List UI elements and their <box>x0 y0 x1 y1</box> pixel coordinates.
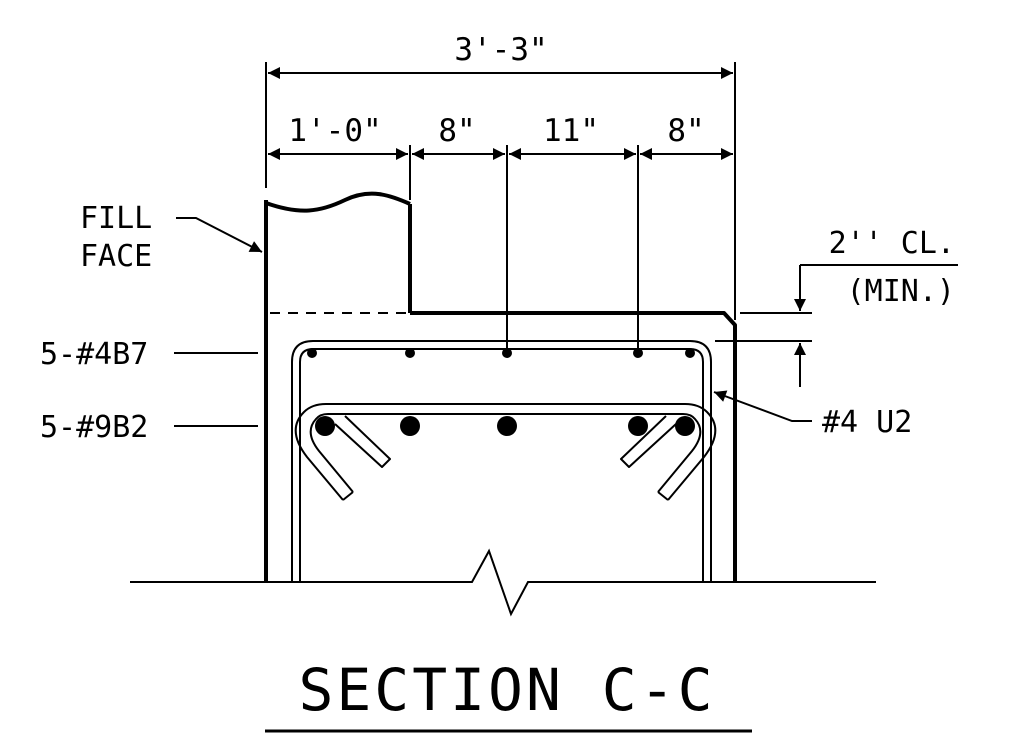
bar-9b2 <box>628 416 648 436</box>
bar-9b2 <box>675 416 695 436</box>
clear-cover-text: 2'' CL. <box>829 226 955 261</box>
fill-face-leader <box>176 217 263 253</box>
overall-dimension-text: 3'-3" <box>454 32 547 68</box>
top-bars-4b7 <box>307 348 695 358</box>
bottom-bars-9b2 <box>315 416 695 436</box>
bar-4b7 <box>685 348 695 358</box>
dimension-seg3-text: 11" <box>543 113 599 149</box>
break-line <box>130 548 876 617</box>
bottom-bars-label: 5-#9B2 <box>40 410 148 445</box>
dimension-seg2-text: 8" <box>438 113 475 149</box>
fill-face-label-line1: FILL <box>80 201 152 236</box>
dimension-seg4-text: 8" <box>667 113 704 149</box>
bar-4b7 <box>502 348 512 358</box>
top-bars-label: 5-#4B7 <box>40 337 148 372</box>
stirrup-label: #4 U2 <box>822 405 912 440</box>
clear-cover-min-text: (MIN.) <box>847 274 955 309</box>
extension-lines <box>265 62 736 352</box>
bar-9b2 <box>315 416 335 436</box>
concrete-outline <box>264 191 737 582</box>
bar-9b2 <box>497 416 517 436</box>
u2-stirrup <box>291 340 712 582</box>
bar-4b7 <box>633 348 643 358</box>
bar-4b7 <box>307 348 317 358</box>
stirrup-leader <box>713 390 812 422</box>
clear-cover-dimension <box>715 264 958 387</box>
dimension-seg1-text: 1'-0" <box>288 113 381 149</box>
b2-hooked-bar <box>294 403 717 501</box>
section-title: SECTION C-C <box>298 656 715 724</box>
fill-face-label-line2: FACE <box>80 239 152 274</box>
bar-4b7 <box>405 348 415 358</box>
bar-9b2 <box>400 416 420 436</box>
